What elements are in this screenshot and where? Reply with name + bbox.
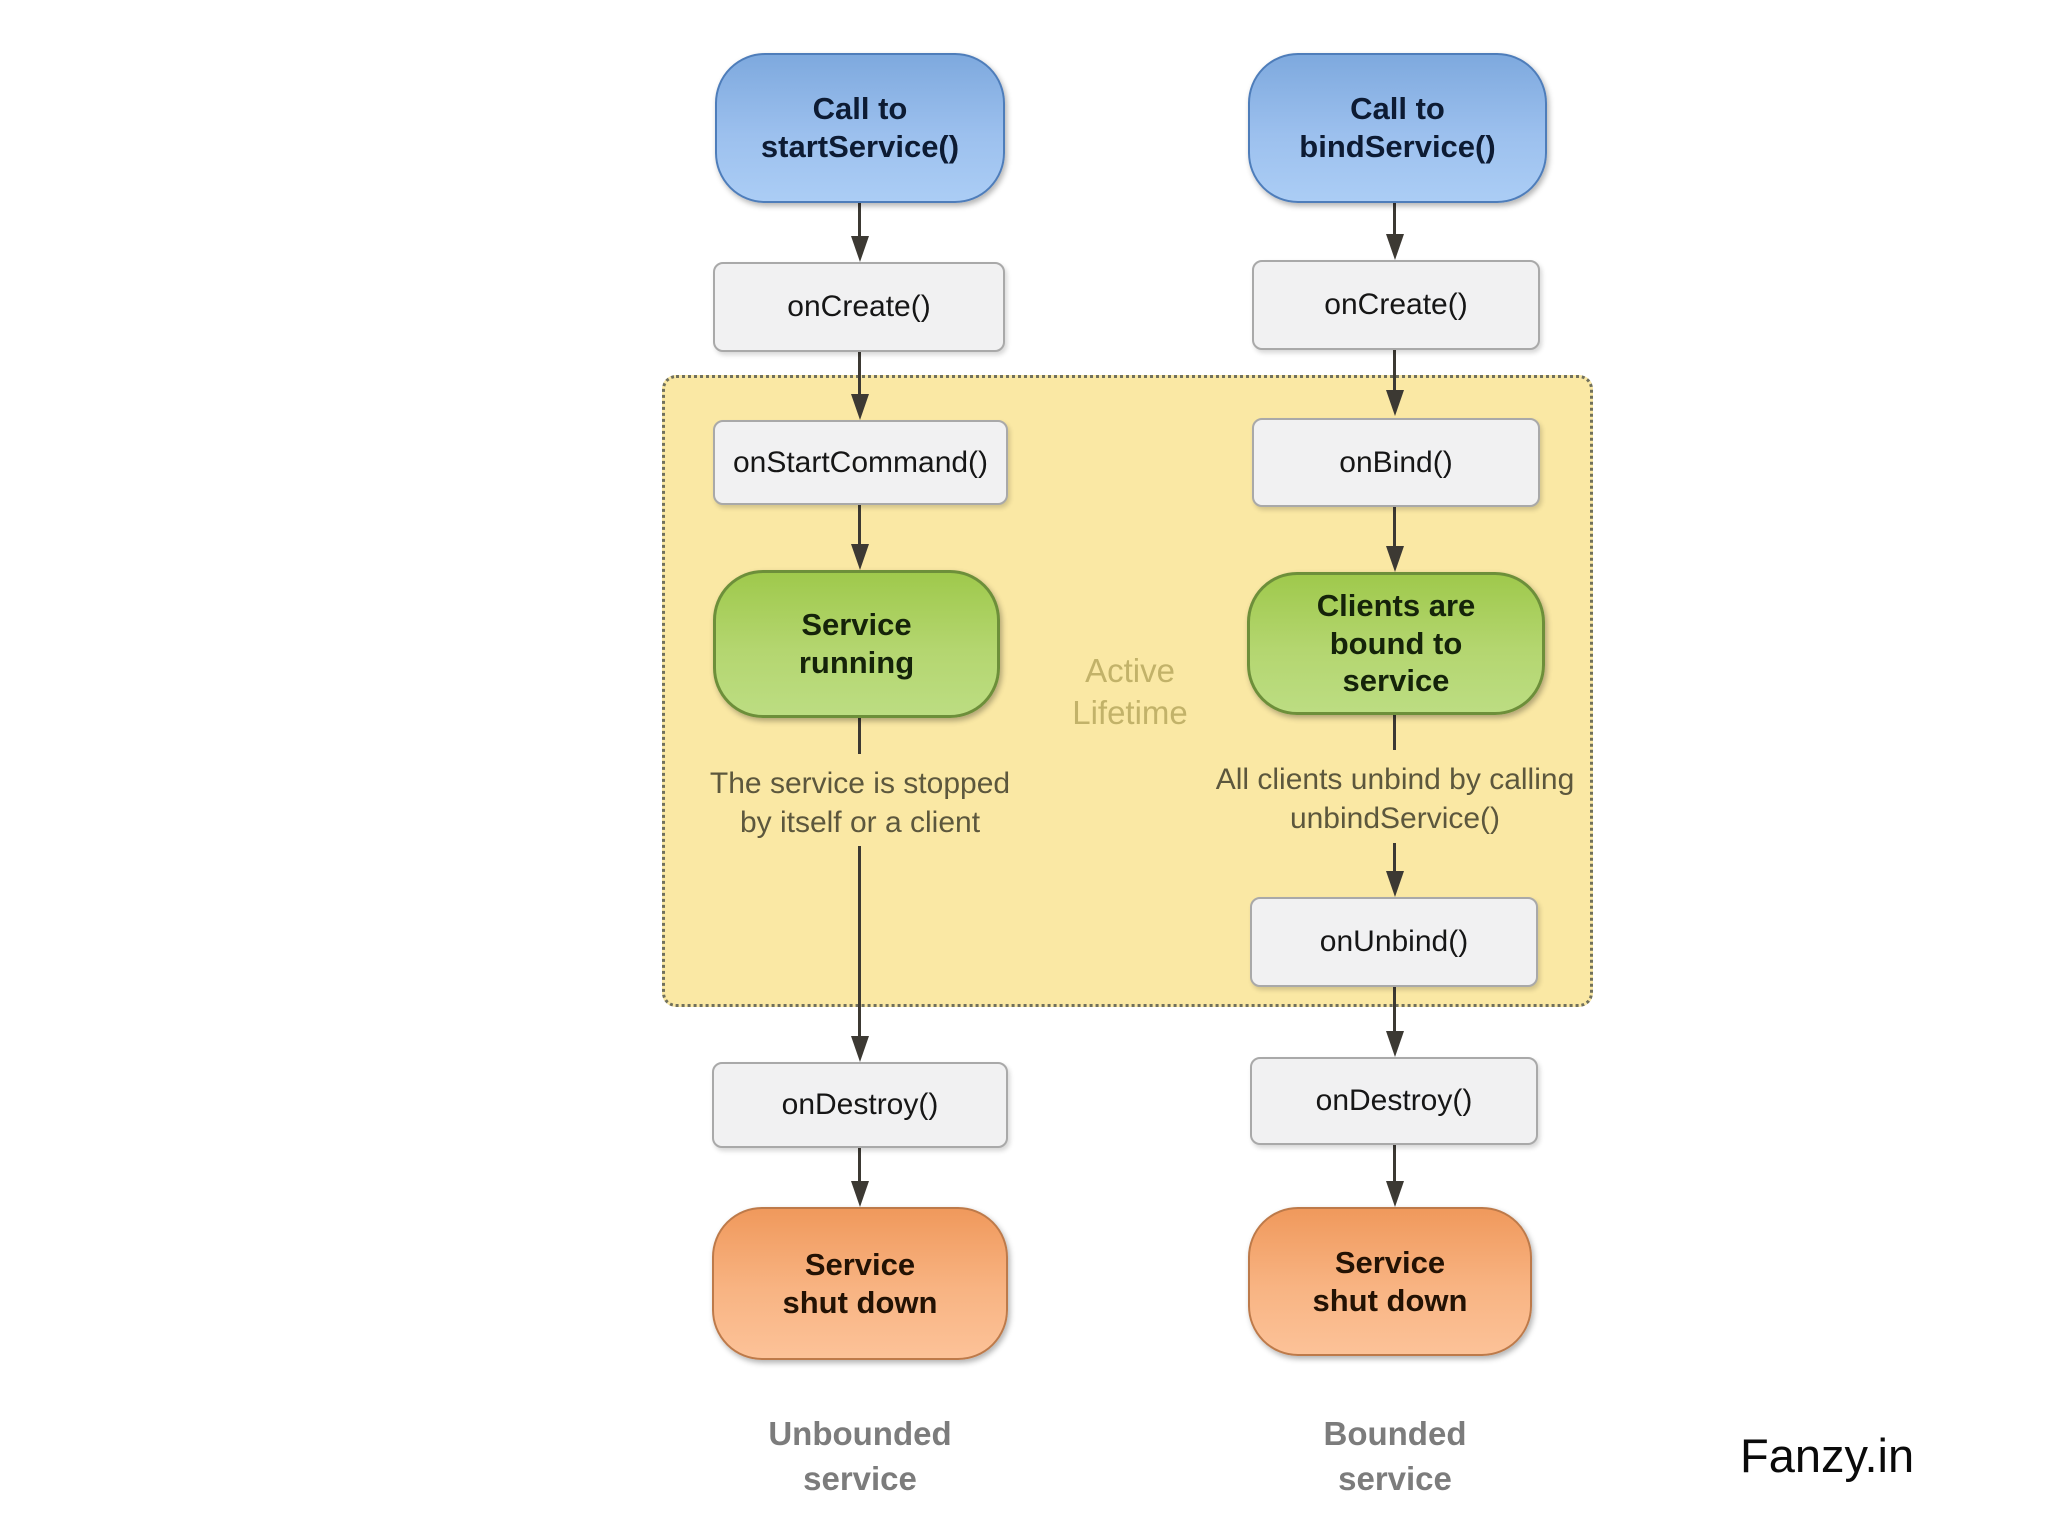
arrow-shaft-onbind-to-clientsbound [1393, 507, 1396, 546]
watermark-text: Fanzy.in [1740, 1429, 1915, 1482]
arrow-down-icon [1386, 546, 1404, 572]
node-ondestroy-unbounded: onDestroy() [712, 1062, 1008, 1148]
node-call-to-bindservice: Call to bindService() [1248, 53, 1547, 203]
node-call-to-startservice: Call to startService() [715, 53, 1005, 203]
arrow-shaft-startservice-to-oncreate [858, 203, 861, 238]
arrow-down-icon [851, 1181, 869, 1207]
arrow-down-icon [1386, 871, 1404, 897]
arrow-shaft-ondestroy-to-shutdown-bounded [1393, 1145, 1396, 1181]
arrow-shaft-oncreate-to-onbind [1393, 350, 1396, 390]
arrow-shaft-to-onunbind [1393, 843, 1396, 871]
node-service-running: Service running [713, 570, 1000, 718]
arrow-shaft-bindservice-to-oncreate [1393, 203, 1396, 234]
arrow-shaft-to-ondestroy-unbounded [858, 846, 861, 1036]
active-lifetime-label: Active Lifetime [1072, 652, 1188, 732]
arrow-down-icon [1386, 1031, 1404, 1057]
annotation-service-stopped: The service is stopped by itself or a cl… [709, 767, 1011, 839]
node-onunbind: onUnbind() [1250, 897, 1538, 987]
label-unbounded-service: Unbounded service [768, 1415, 952, 1497]
node-service-shutdown-bounded: Service shut down [1248, 1207, 1532, 1356]
arrow-down-icon [851, 544, 869, 570]
node-service-shutdown-unbounded: Service shut down [712, 1207, 1008, 1360]
arrow-shaft-ondestroy-to-shutdown-unbounded [858, 1148, 861, 1181]
arrow-shaft-onstartcommand-to-servicerunning [858, 505, 861, 544]
arrow-down-icon [1386, 234, 1404, 260]
arrow-down-icon [1386, 390, 1404, 416]
edge-stub-servicerunning [858, 718, 861, 754]
arrow-down-icon [851, 236, 869, 262]
arrow-down-icon [851, 394, 869, 420]
node-clients-bound: Clients are bound to service [1247, 572, 1545, 715]
label-bounded-service: Bounded service [1323, 1415, 1467, 1497]
arrow-down-icon [851, 1036, 869, 1062]
node-oncreate-bounded: onCreate() [1252, 260, 1540, 350]
node-oncreate-unbounded: onCreate() [713, 262, 1005, 352]
arrow-shaft-onunbind-to-ondestroy [1393, 987, 1396, 1031]
node-onstartcommand: onStartCommand() [713, 420, 1008, 505]
arrow-shaft-oncreate-to-onstartcommand [858, 352, 861, 394]
node-ondestroy-bounded: onDestroy() [1250, 1057, 1538, 1145]
node-onbind: onBind() [1252, 418, 1540, 507]
arrow-down-icon [1386, 1181, 1404, 1207]
annotation-clients-unbind: All clients unbind by calling unbindServ… [1215, 763, 1575, 835]
edge-stub-clientsbound [1393, 715, 1396, 750]
